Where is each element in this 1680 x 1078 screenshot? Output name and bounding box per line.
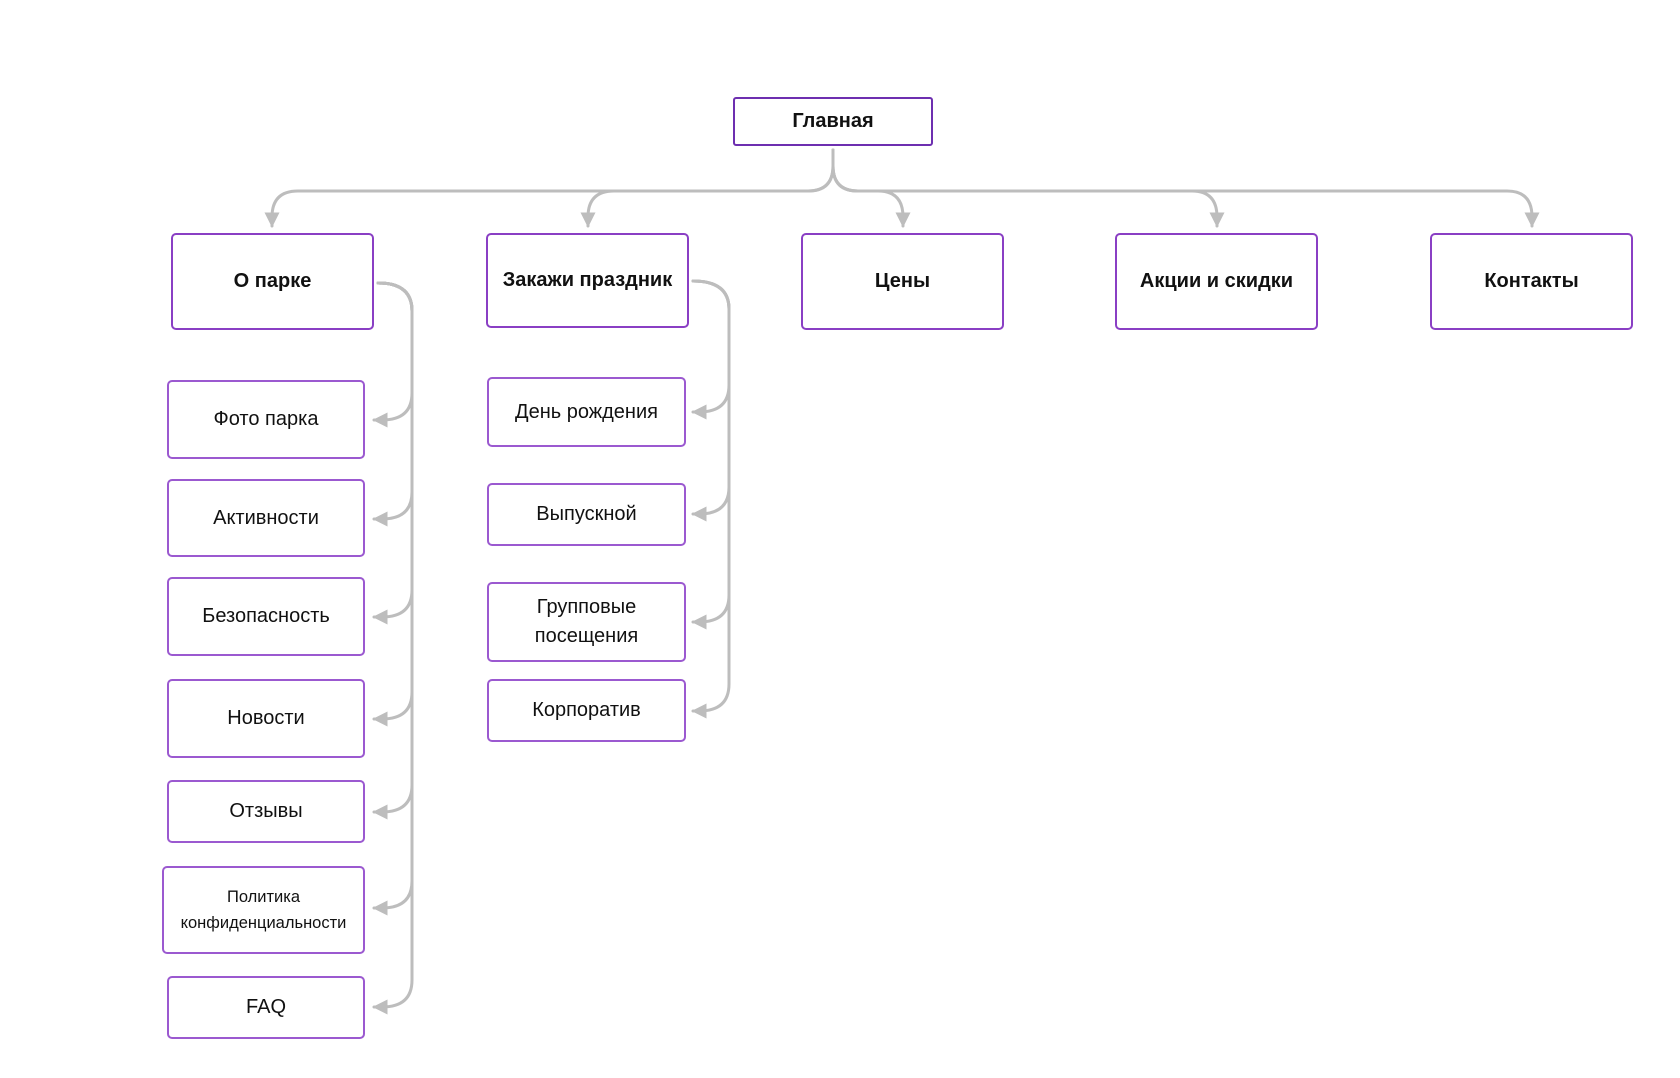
connector-about-branch xyxy=(372,281,414,820)
connector-order-branch xyxy=(691,279,731,420)
connector-about-branch xyxy=(372,281,414,727)
connector-root-branch xyxy=(831,148,911,228)
node-label: Безопасность xyxy=(202,605,330,627)
node-label: Выпускной xyxy=(536,503,637,525)
connector-about-branch xyxy=(372,281,414,527)
node-order-child: Корпоратив xyxy=(487,679,686,742)
node-label: Корпоратив xyxy=(532,699,641,721)
node-about-child: Новости xyxy=(167,679,365,758)
connector-about-branch xyxy=(372,281,414,1015)
connector-order-branch xyxy=(691,279,731,630)
node-root-label: Главная xyxy=(792,110,874,132)
node-about-child: Активности xyxy=(167,479,365,557)
node-label: Новости xyxy=(227,707,305,729)
node-label: Фото парка xyxy=(213,408,319,430)
node-section-order: Закажи праздник xyxy=(486,233,689,328)
connector-about-branch xyxy=(372,281,414,428)
node-label: FAQ xyxy=(245,996,286,1018)
node-about-child: Безопасность xyxy=(167,577,365,656)
node-section-promos: Акции и скидки xyxy=(1115,233,1318,330)
node-about-child: Отзывы xyxy=(167,780,365,843)
node-section-prices: Цены xyxy=(801,233,1004,330)
connector-root-branch xyxy=(264,148,835,228)
connector-about-branch xyxy=(372,281,414,916)
node-label: Контакты xyxy=(1484,270,1579,292)
node-label: Закажи праздник xyxy=(502,269,673,291)
node-label: День рождения xyxy=(515,400,658,423)
node-order-child: Групповые посещения xyxy=(487,582,686,662)
node-about-child: Политика конфиденциальности xyxy=(162,866,365,954)
node-label: Отзывы xyxy=(229,800,303,822)
connector-order-branch xyxy=(691,279,731,522)
connector-root-branch xyxy=(831,148,1540,228)
node-label: Акции и скидки xyxy=(1139,270,1294,292)
node-order-child: День рождения xyxy=(487,377,686,447)
node-about-child: Фото парка xyxy=(167,380,365,459)
node-label: Политика конфиденциальности xyxy=(180,888,347,932)
node-label: О парке xyxy=(233,270,312,292)
connector-root-branch xyxy=(831,148,1225,228)
node-about-child: FAQ xyxy=(167,976,365,1039)
connector-about-branch xyxy=(372,281,414,625)
node-label: Групповые посещения xyxy=(534,596,639,647)
node-label: Цены xyxy=(874,270,931,292)
connector-root-branch xyxy=(580,148,835,228)
connector-order-branch xyxy=(691,279,731,719)
node-order-child: Выпускной xyxy=(487,483,686,546)
node-root: Главная xyxy=(733,97,933,146)
node-section-about: О парке xyxy=(171,233,374,330)
node-label: Активности xyxy=(213,506,319,529)
node-section-contacts: Контакты xyxy=(1430,233,1633,330)
